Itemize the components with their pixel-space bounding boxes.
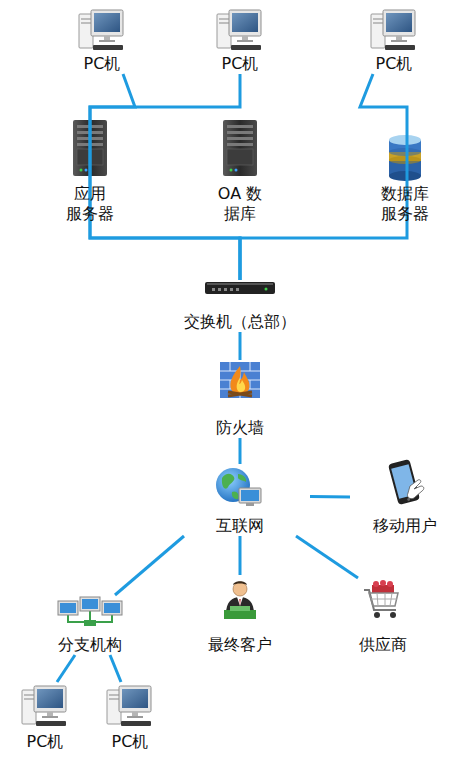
network-node: 防火墙 xyxy=(200,360,280,438)
network-node: 互联网 xyxy=(170,464,310,536)
pc-icon xyxy=(107,686,151,726)
network-link xyxy=(239,438,242,464)
internet-icon xyxy=(216,468,261,506)
network-node: 最终客户 xyxy=(190,575,290,655)
mobile-icon xyxy=(388,459,424,505)
network-node: PC机 xyxy=(72,8,132,74)
network-link xyxy=(90,74,240,280)
node-label: 互联网 xyxy=(216,516,264,536)
node-label: OA 数据库 xyxy=(214,184,266,224)
network-link xyxy=(110,655,121,682)
network-link xyxy=(90,74,240,280)
network-node: 供应商 xyxy=(333,578,433,655)
node-label: 交换机（总部） xyxy=(184,312,296,332)
node-label: PC机 xyxy=(222,54,259,74)
network-node: PC机 xyxy=(15,682,75,752)
supplier-icon xyxy=(364,580,398,618)
pc-icon xyxy=(371,10,415,50)
network-node: PC机 xyxy=(100,682,160,752)
network-node: 分支机构 xyxy=(40,595,140,655)
node-label: 分支机构 xyxy=(58,635,122,655)
node-label: 应用 服务器 xyxy=(64,184,116,224)
database-icon xyxy=(389,135,421,181)
network-link xyxy=(240,74,407,280)
network-node: PC机 xyxy=(364,8,424,74)
node-label: 移动用户 xyxy=(373,516,437,536)
switch-icon xyxy=(205,282,275,294)
network-node: PC机 xyxy=(210,8,270,74)
network-link xyxy=(239,536,242,575)
node-label: PC机 xyxy=(27,732,64,752)
network-link xyxy=(115,536,184,595)
pc-icon xyxy=(217,10,261,50)
network-node: 交换机（总部） xyxy=(170,280,310,332)
node-label: PC机 xyxy=(84,54,121,74)
network-node: 数据库 服务器 xyxy=(370,118,440,224)
node-label: PC机 xyxy=(112,732,149,752)
network-link xyxy=(239,332,242,360)
network-node: 移动用户 xyxy=(350,458,460,536)
pc-icon xyxy=(79,10,123,50)
network-link xyxy=(57,655,75,682)
network-node: OA 数据库 xyxy=(205,118,275,224)
customer-icon xyxy=(224,581,256,619)
node-label: 数据库 服务器 xyxy=(379,184,431,224)
node-label: 防火墙 xyxy=(216,418,264,438)
node-label: 最终客户 xyxy=(208,635,272,655)
network-link xyxy=(296,536,358,578)
node-label: PC机 xyxy=(376,54,413,74)
firewall-icon xyxy=(220,362,260,398)
node-label: 供应商 xyxy=(359,635,407,655)
server-icon xyxy=(223,120,257,176)
pc-icon xyxy=(22,686,66,726)
branch-icon xyxy=(58,597,122,626)
network-link xyxy=(310,495,350,499)
network-node: 应用 服务器 xyxy=(55,118,125,224)
